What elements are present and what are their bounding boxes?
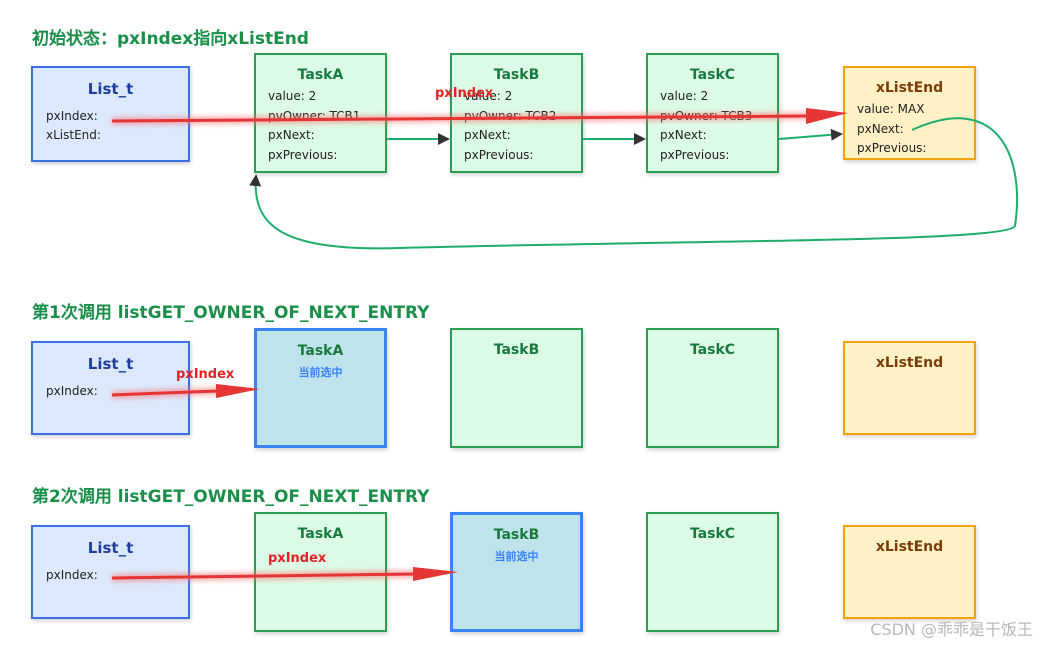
task-a-next: pxNext: [268,128,315,142]
task-c-value: value: 2 [660,89,709,103]
task-a-box-call2: TaskA [254,512,387,632]
task-a-title-call2: TaskA [297,526,344,542]
task-a-box-call1-selected: TaskA 当前选中 [254,328,387,448]
task-b-box: TaskB value: 2 pvOwner: TCB2 pxNext: pxP… [450,53,583,173]
task-c-previous: pxPrevious: [660,148,730,162]
list-t-pxindex-field: pxIndex: [46,109,98,123]
xlistend-box-call2: xListEnd [843,525,976,619]
task-c-title-call1: TaskC [689,342,736,358]
initial-state-title: 初始状态：pxIndex指向xListEnd [32,29,309,49]
xlistend-box-call1: xListEnd [843,341,976,435]
xlistend-box: xListEnd value: MAX pxNext: pxPrevious: [843,66,976,160]
list-t-box-call2: List_t pxIndex: [31,525,190,619]
link-task-c-to-xlistend [778,128,843,141]
task-a-box: TaskA value: 2 pvOwner: TCB1 pxNext: pxP… [254,53,387,173]
task-c-box: TaskC value: 2 pvOwner: TCB3 pxNext: pxP… [646,53,779,173]
task-b-box-call1: TaskB [450,328,583,448]
selected-label-call2: 当前选中 [494,550,539,563]
xlistend-title-call1: xListEnd [875,355,944,371]
list-t-pxindex-field-call1: pxIndex: [46,384,98,398]
task-a-value: value: 2 [268,89,317,103]
task-a-previous: pxPrevious: [268,148,338,162]
xlistend-title: xListEnd [875,80,944,96]
list-t-pxindex-field-call2: pxIndex: [46,568,98,582]
task-a-title: TaskA [297,67,344,83]
xlistend-value: value: MAX [857,102,925,116]
task-b-title: TaskB [493,67,540,83]
watermark: CSDN @乖乖是干饭王 [870,620,1033,639]
pxindex-label-initial: pxIndex [435,86,494,101]
task-c-next: pxNext: [660,128,707,142]
xlistend-previous: pxPrevious: [857,141,927,155]
task-c-box-call2: TaskC [646,512,779,632]
task-b-next: pxNext: [464,128,511,142]
task-c-title: TaskC [689,67,736,83]
list-t-box-call1: List_t pxIndex: [31,341,190,435]
task-b-box-call2-selected: TaskB 当前选中 [450,512,583,632]
task-c-box-call1: TaskC [646,328,779,448]
task-a-owner: pvOwner: TCB1 [268,109,361,123]
xlistend-next: pxNext: [857,122,904,136]
list-t-xlistend-field: xListEnd: [46,128,101,142]
list-t-box: List_t pxIndex: xListEnd: [31,66,190,162]
call-2-title: 第2次调用 listGET_OWNER_OF_NEXT_ENTRY [32,487,430,507]
list-t-title-call1: List_t [87,355,134,373]
task-b-title-call2: TaskB [493,527,540,543]
xlistend-title-call2: xListEnd [875,539,944,555]
task-c-owner: pvOwner: TCB3 [660,109,753,123]
list-t-title-call2: List_t [87,539,134,557]
task-a-title-call1: TaskA [297,343,344,359]
task-b-owner: pvOwner: TCB2 [464,109,557,123]
call-1-title: 第1次调用 listGET_OWNER_OF_NEXT_ENTRY [32,303,430,323]
task-b-title-call1: TaskB [493,342,540,358]
pxindex-label-call2: pxIndex [268,551,327,566]
task-b-previous: pxPrevious: [464,148,534,162]
selected-label-call1: 当前选中 [298,366,343,379]
task-b-value: value: 2 [464,89,513,103]
list-t-title: List_t [87,80,134,98]
pxindex-label-call1: pxIndex [176,367,235,382]
task-c-title-call2: TaskC [689,526,736,542]
